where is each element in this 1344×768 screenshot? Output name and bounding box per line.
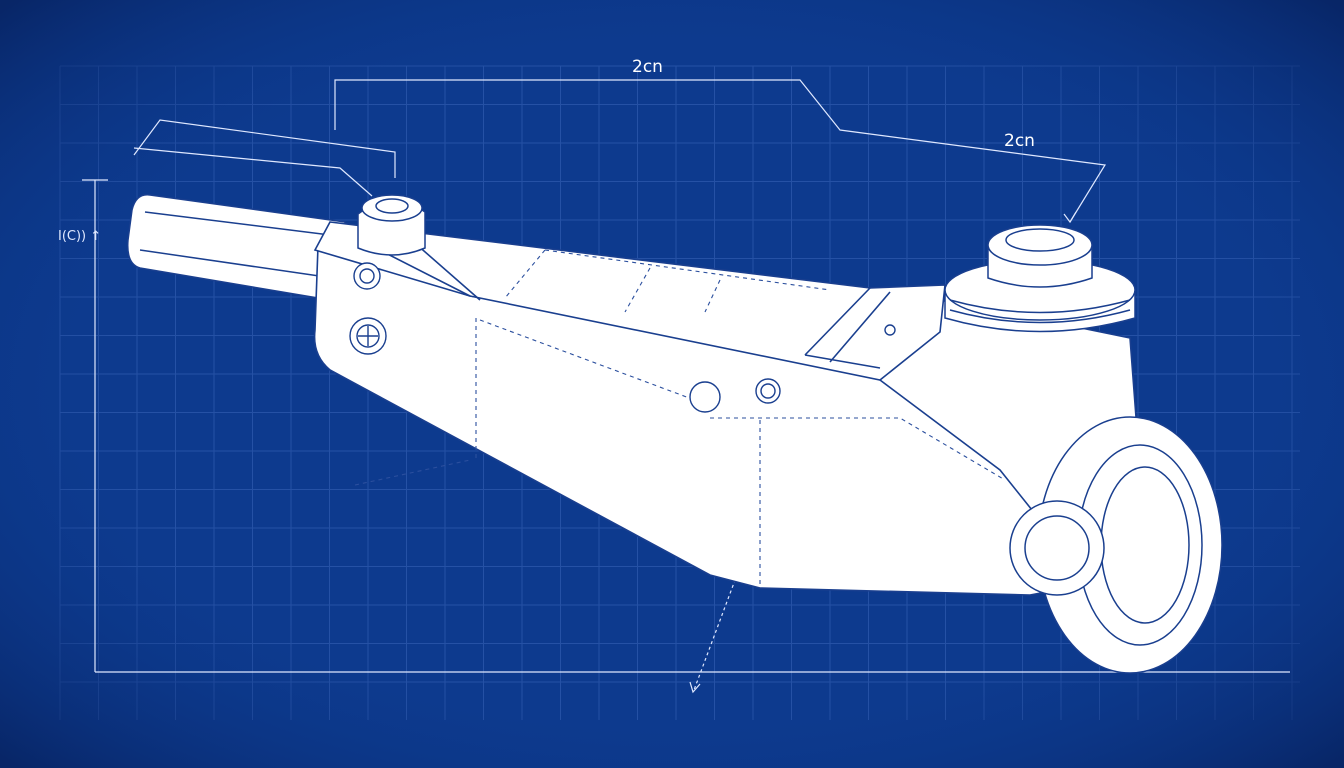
top-dimension-line <box>334 79 1106 223</box>
lift-saddle <box>944 224 1136 333</box>
top-dimension-arrow <box>1063 211 1077 224</box>
pivot-hole <box>689 381 721 413</box>
release-valve <box>357 194 426 256</box>
bolt-icon <box>353 262 381 290</box>
jack-body <box>313 221 1141 596</box>
rear-wheel <box>1037 416 1223 674</box>
top-dimension-label: 2cn <box>632 57 663 77</box>
left-leader-line <box>133 147 373 197</box>
screw-icon <box>884 324 896 336</box>
right-dimension-label: 2cn <box>1004 131 1035 151</box>
dimension-lines <box>82 79 1290 694</box>
wheel-axle <box>1009 500 1105 596</box>
lift-arm <box>313 221 946 381</box>
left-dimension-line <box>133 119 396 178</box>
bolt-icon <box>755 378 781 404</box>
side-dimension-label: I(C)) ↑ <box>58 229 101 244</box>
fasteners <box>349 262 896 413</box>
handle-tube <box>127 194 346 301</box>
bottom-leader-arrow <box>689 681 701 694</box>
